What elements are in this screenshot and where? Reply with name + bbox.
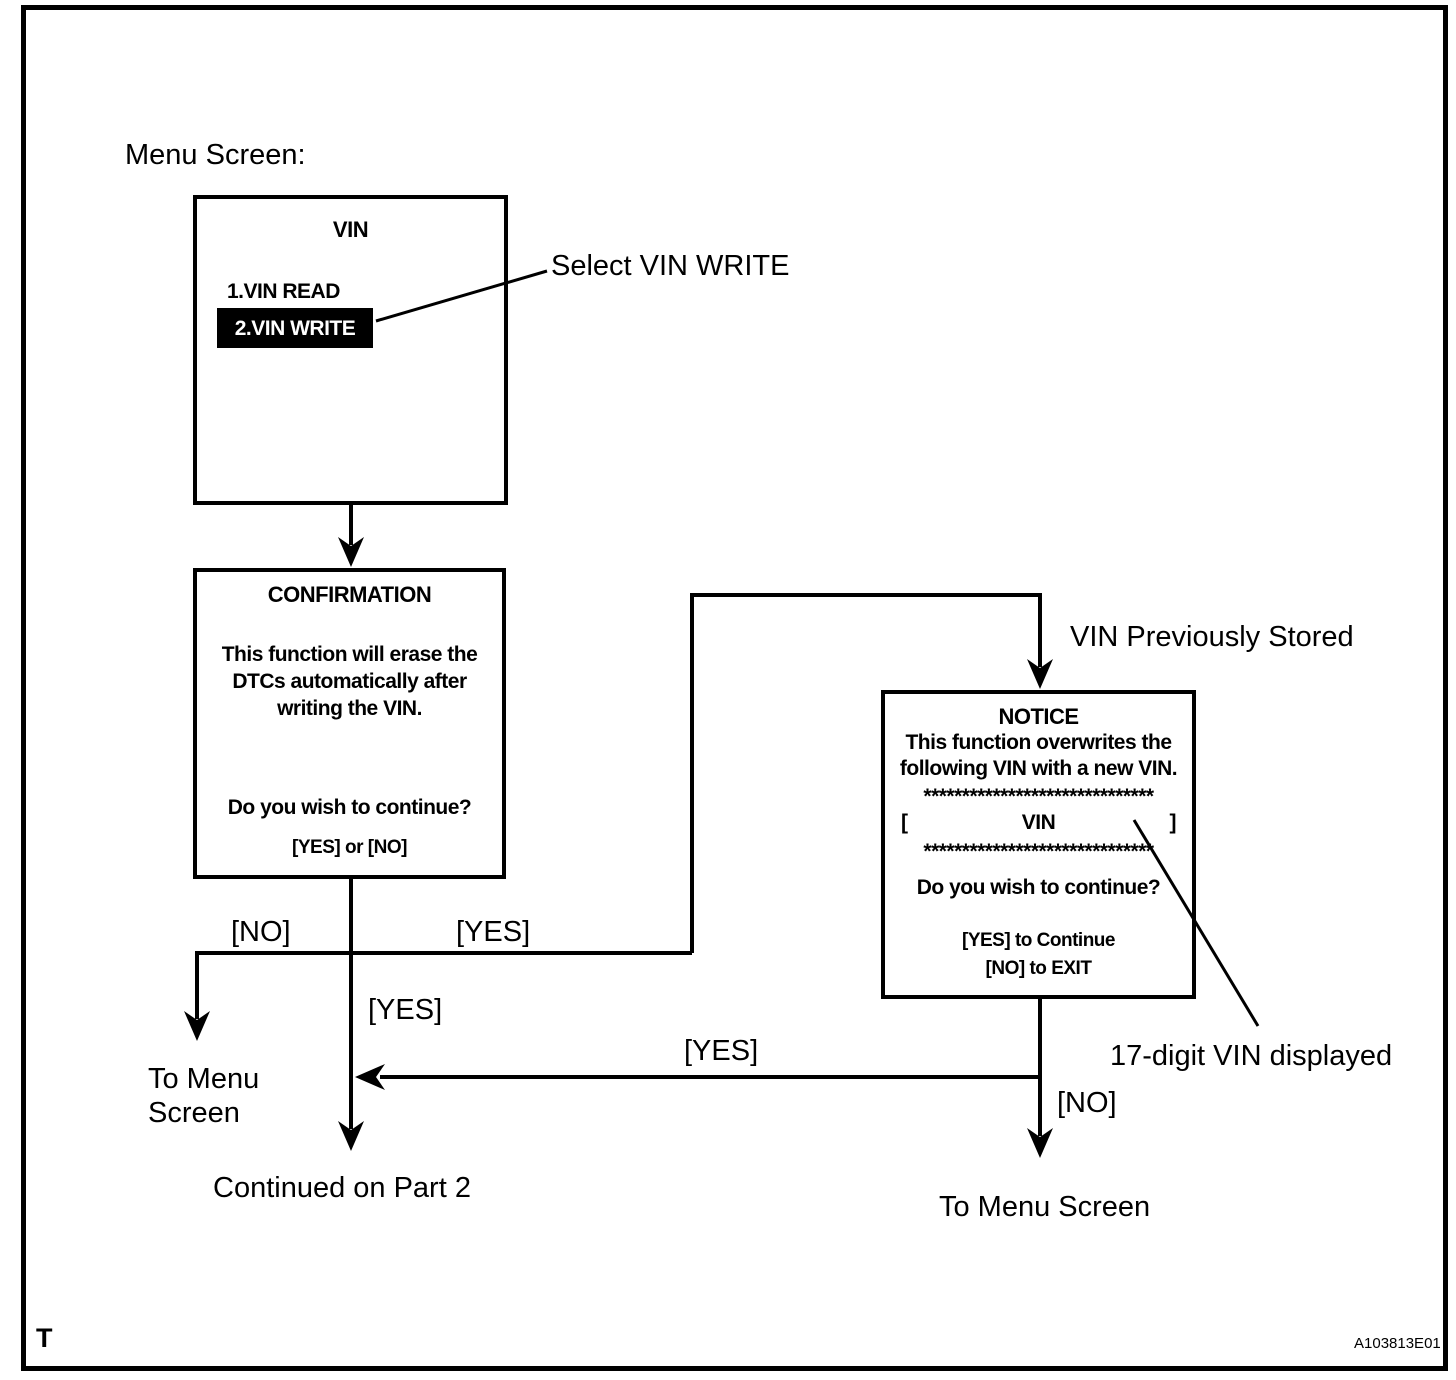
vin-bracket-open: [ xyxy=(901,811,908,834)
branch-label-no: [NO] xyxy=(1057,1087,1117,1119)
notice-stars-bottom: ****************************** xyxy=(923,840,1154,863)
corner-mark: T xyxy=(36,1323,53,1353)
branch-label-yes: [YES] xyxy=(456,916,531,948)
figure-id: A103813E01 xyxy=(1354,1335,1441,1352)
to-menu-screen-right-label: To Menu Screen xyxy=(939,1191,1151,1223)
to-menu-screen-left-label: To Menu Screen xyxy=(148,1062,259,1130)
seventeen-digit-vin-annotation: 17-digit VIN displayed xyxy=(1110,1040,1393,1072)
vin-menu-title: VIN xyxy=(332,217,369,242)
notice-vin-row: [ VIN ] xyxy=(885,812,1192,833)
menu-screen-heading: Menu Screen: xyxy=(125,139,306,171)
to-menu-line1: To Menu xyxy=(148,1063,260,1095)
notice-body-line: This function overwrites the xyxy=(905,731,1172,754)
branch-label-no: [NO] xyxy=(231,916,291,948)
select-vin-write-annotation: Select VIN WRITE xyxy=(551,250,790,282)
notice-body-line: following VIN with a new VIN. xyxy=(899,757,1178,780)
branch-label-yes-return: [YES] xyxy=(684,1035,759,1067)
confirmation-body-line: This function will erase the xyxy=(221,643,478,666)
confirmation-body-line: writing the VIN. xyxy=(277,697,422,720)
notice-screen-box: NOTICE This function overwrites the foll… xyxy=(881,690,1196,999)
vin-bracket-close: ] xyxy=(1169,811,1176,834)
vin-menu-screen-box: VIN 1.VIN READ 2.VIN WRITE xyxy=(193,195,508,505)
continued-on-part2-label: Continued on Part 2 xyxy=(213,1172,471,1204)
notice-option-no: [NO] to EXIT xyxy=(985,958,1092,979)
to-menu-line2: Screen xyxy=(148,1097,240,1129)
confirmation-question: Do you wish to continue? xyxy=(227,796,472,819)
branch-label-yes: [YES] xyxy=(368,994,443,1026)
notice-stars-top: ****************************** xyxy=(923,785,1154,808)
confirmation-title: CONFIRMATION xyxy=(267,582,432,607)
notice-title: NOTICE xyxy=(998,704,1079,729)
confirmation-screen-box: CONFIRMATION This function will erase th… xyxy=(193,568,506,879)
vin-previously-stored-annotation: VIN Previously Stored xyxy=(1070,621,1354,653)
menu-item-vin-write-selected: 2.VIN WRITE xyxy=(217,308,373,348)
confirmation-body-line: DTCs automatically after xyxy=(232,670,467,693)
confirmation-options: [YES] or [NO] xyxy=(292,837,407,858)
figure-border-frame xyxy=(21,5,1448,1371)
notice-question: Do you wish to continue? xyxy=(916,876,1161,899)
menu-item-vin-read: 1.VIN READ xyxy=(227,280,340,303)
notice-option-yes: [YES] to Continue xyxy=(962,930,1115,951)
vin-placeholder: VIN xyxy=(1021,811,1056,834)
